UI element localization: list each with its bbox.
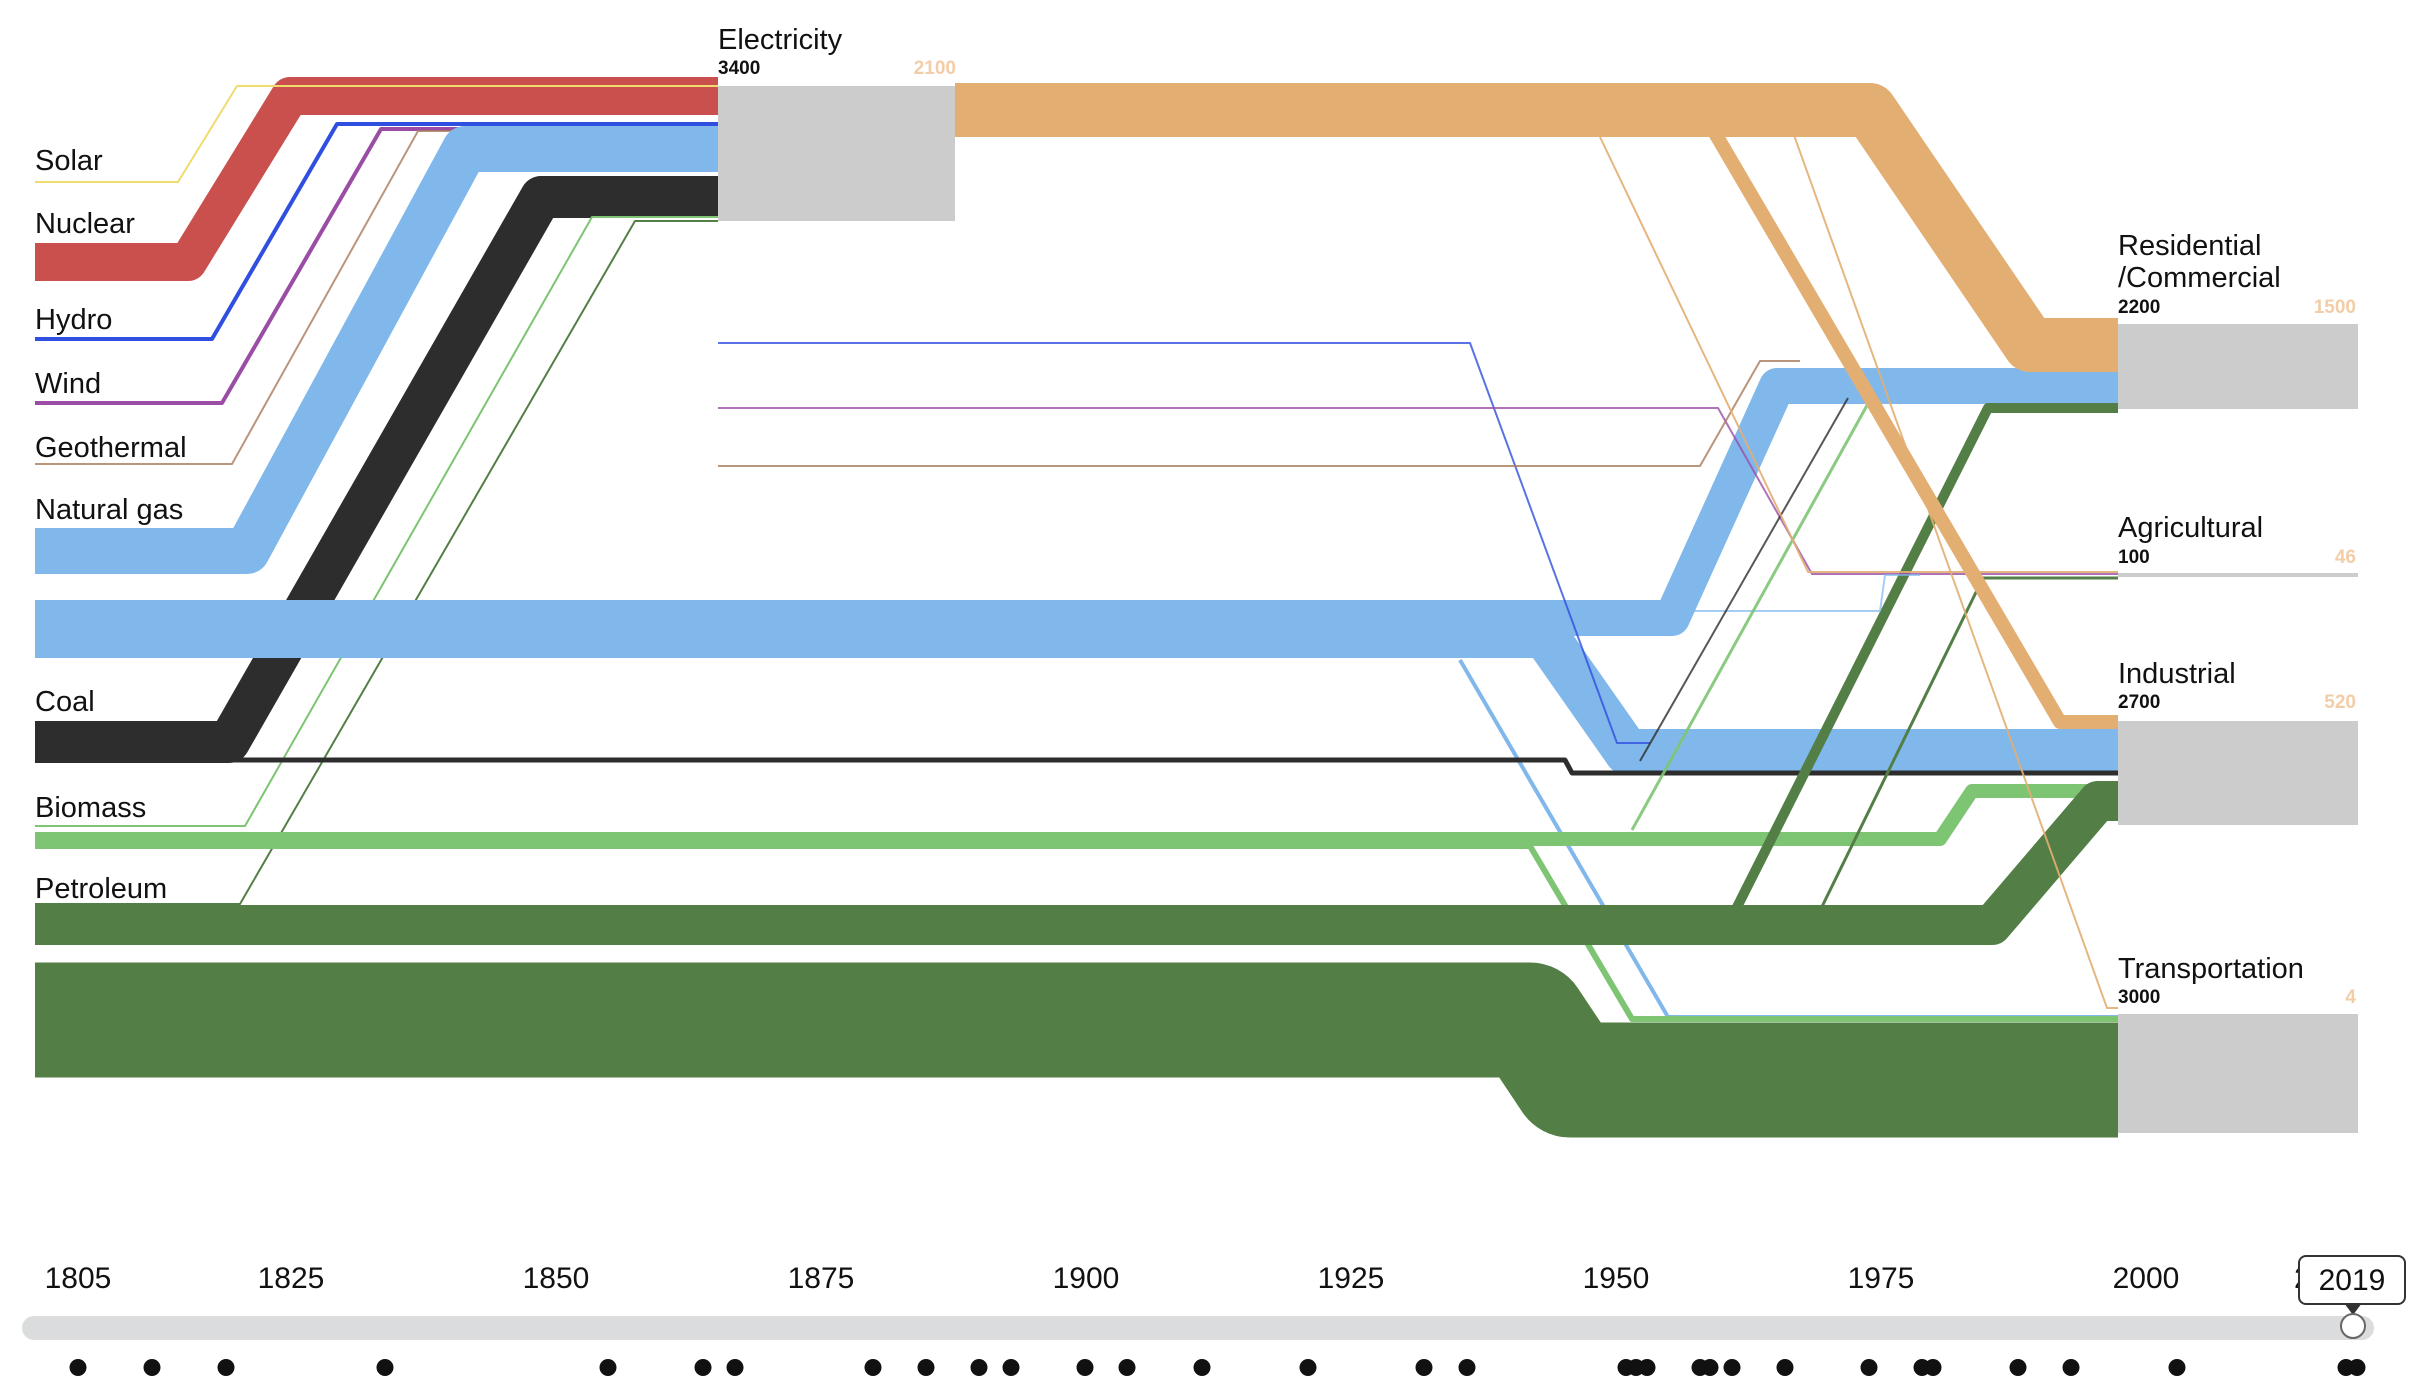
- source-label-hydro: Hydro: [35, 304, 113, 336]
- node-label-residential-line2: /Commercial: [2118, 262, 2281, 295]
- timeline-tick-label: 1850: [522, 1262, 590, 1295]
- flow-coal-electricity: [35, 176, 718, 763]
- node-industrial: [2118, 721, 2358, 825]
- node-waste-residential: 1500: [2313, 297, 2356, 318]
- timeline-tick-label: 1875: [787, 1262, 855, 1295]
- timeline-event-dot[interactable]: [1458, 1359, 1476, 1376]
- timeline-event-dot[interactable]: [1076, 1359, 1094, 1376]
- flow-coal-industrial: [35, 757, 2118, 776]
- timeline-event-dot[interactable]: [1701, 1359, 1719, 1376]
- node-total-electricity: 3400: [718, 58, 761, 79]
- timeline-event-dot[interactable]: [1002, 1359, 1020, 1376]
- flow-petroleum-transportation: [35, 962, 2118, 1138]
- node-waste-agricultural: 46: [2334, 547, 2356, 568]
- tooltip-pointer: [2344, 1303, 2362, 1315]
- source-label-wind: Wind: [35, 368, 102, 400]
- timeline-event-dot[interactable]: [143, 1359, 161, 1376]
- node-label-residential-line1: Residential: [2118, 230, 2262, 262]
- node-total-industrial: 2700: [2118, 692, 2161, 713]
- flow-electricity-agricultural: [1599, 136, 2118, 573]
- flow-natural-gas-thread: [1690, 574, 1920, 612]
- source-label-biomass: Biomass: [35, 792, 147, 824]
- node-residential: [2118, 324, 2358, 409]
- timeline-event-dot[interactable]: [2348, 1359, 2366, 1376]
- timeline-tick-label: 1900: [1052, 1262, 1120, 1295]
- selected-year-tooltip: 2019: [2298, 1255, 2406, 1305]
- timeline-tick-label: 1950: [1582, 1262, 1650, 1295]
- timeline-event-dot[interactable]: [217, 1359, 235, 1376]
- source-label-petroleum: Petroleum: [35, 873, 168, 905]
- timeline-event-dot[interactable]: [1299, 1359, 1317, 1376]
- flow-electricity-transportation: [1789, 123, 2118, 1009]
- node-electricity: [718, 86, 955, 221]
- flow-petroleum-electricity: [35, 220, 718, 905]
- node-total-agricultural: 100: [2118, 547, 2150, 568]
- timeline-event-dot[interactable]: [1415, 1359, 1433, 1376]
- timeline-event-dot[interactable]: [1638, 1359, 1656, 1376]
- timeline-event-dot[interactable]: [970, 1359, 988, 1376]
- timeline-tick-label: 2000: [2112, 1262, 2180, 1295]
- flow-electricity-residential: [955, 83, 2118, 372]
- timeline-event-dot[interactable]: [1924, 1359, 1942, 1376]
- node-total-transportation: 3000: [2118, 987, 2161, 1008]
- timeline-slider-handle[interactable]: [2340, 1313, 2366, 1339]
- timeline-tick-label: 1825: [257, 1262, 325, 1295]
- flow-wind-thread: [718, 407, 2118, 575]
- node-label-residential: Residential /Commercial: [2118, 230, 2281, 295]
- source-label-geothermal: Geothermal: [35, 432, 187, 464]
- flow-solar-electricity: [35, 85, 718, 183]
- source-label-solar: Solar: [35, 145, 103, 177]
- timeline-event-dot[interactable]: [694, 1359, 712, 1376]
- timeline-tick-label: 1805: [44, 1262, 112, 1295]
- source-label-nuclear: Nuclear: [35, 208, 135, 240]
- flow-hydro-thread: [718, 342, 1650, 744]
- flow-biomass-industrial: [35, 784, 2118, 846]
- flow-petroleum-industrial: [35, 781, 2118, 945]
- timeline-event-dot[interactable]: [864, 1359, 882, 1376]
- node-waste-transportation: 4: [2345, 987, 2356, 1008]
- energy-flow-diagram: [35, 77, 2358, 1138]
- node-label-transportation: Transportation: [2118, 953, 2304, 985]
- flow-nuclear-electricity: [35, 77, 718, 281]
- timeline-event-dot[interactable]: [69, 1359, 87, 1376]
- flow-natural-gas-industrial: [35, 612, 2118, 775]
- timeline-event-dot[interactable]: [917, 1359, 935, 1376]
- flow-hydro-electricity: [35, 122, 718, 341]
- source-label-coal: Coal: [35, 686, 95, 718]
- node-waste-electricity: 2100: [913, 58, 956, 79]
- node-waste-industrial: 520: [2324, 692, 2356, 713]
- flow-biomass-electricity: [35, 216, 718, 827]
- timeline-event-dot[interactable]: [2009, 1359, 2027, 1376]
- timeline-event-dot[interactable]: [1193, 1359, 1211, 1376]
- timeline-event-dot[interactable]: [1776, 1359, 1794, 1376]
- node-label-electricity: Electricity: [718, 24, 843, 56]
- timeline-tick-label: 1925: [1317, 1262, 1385, 1295]
- flow-coal-thread: [1639, 397, 1849, 762]
- timeline-event-dot[interactable]: [376, 1359, 394, 1376]
- flow-biomass-thread: [1630, 399, 1872, 831]
- flow-natural-gas-electricity: [35, 126, 718, 574]
- timeline-tick-label: 1975: [1847, 1262, 1915, 1295]
- source-label-natural-gas: Natural gas: [35, 494, 184, 526]
- node-label-industrial: Industrial: [2118, 658, 2236, 690]
- timeline-event-dot[interactable]: [1860, 1359, 1878, 1376]
- flow-geothermal-thread: [718, 360, 1800, 467]
- timeline-event-dot[interactable]: [726, 1359, 744, 1376]
- node-transportation: [2118, 1014, 2358, 1133]
- flow-petroleum-agricultural: [1360, 576, 2118, 927]
- timeline-event-dot[interactable]: [1723, 1359, 1741, 1376]
- node-total-residential: 2200: [2118, 297, 2161, 318]
- timeline-slider-track[interactable]: [22, 1316, 2374, 1340]
- timeline-event-dot[interactable]: [2062, 1359, 2080, 1376]
- node-agricultural: [2118, 573, 2358, 577]
- flow-electricity-industrial: [955, 121, 2118, 729]
- timeline-event-dot[interactable]: [1118, 1359, 1136, 1376]
- timeline-event-dot[interactable]: [599, 1359, 617, 1376]
- timeline-event-dot[interactable]: [2168, 1359, 2186, 1376]
- node-label-agricultural: Agricultural: [2118, 512, 2264, 544]
